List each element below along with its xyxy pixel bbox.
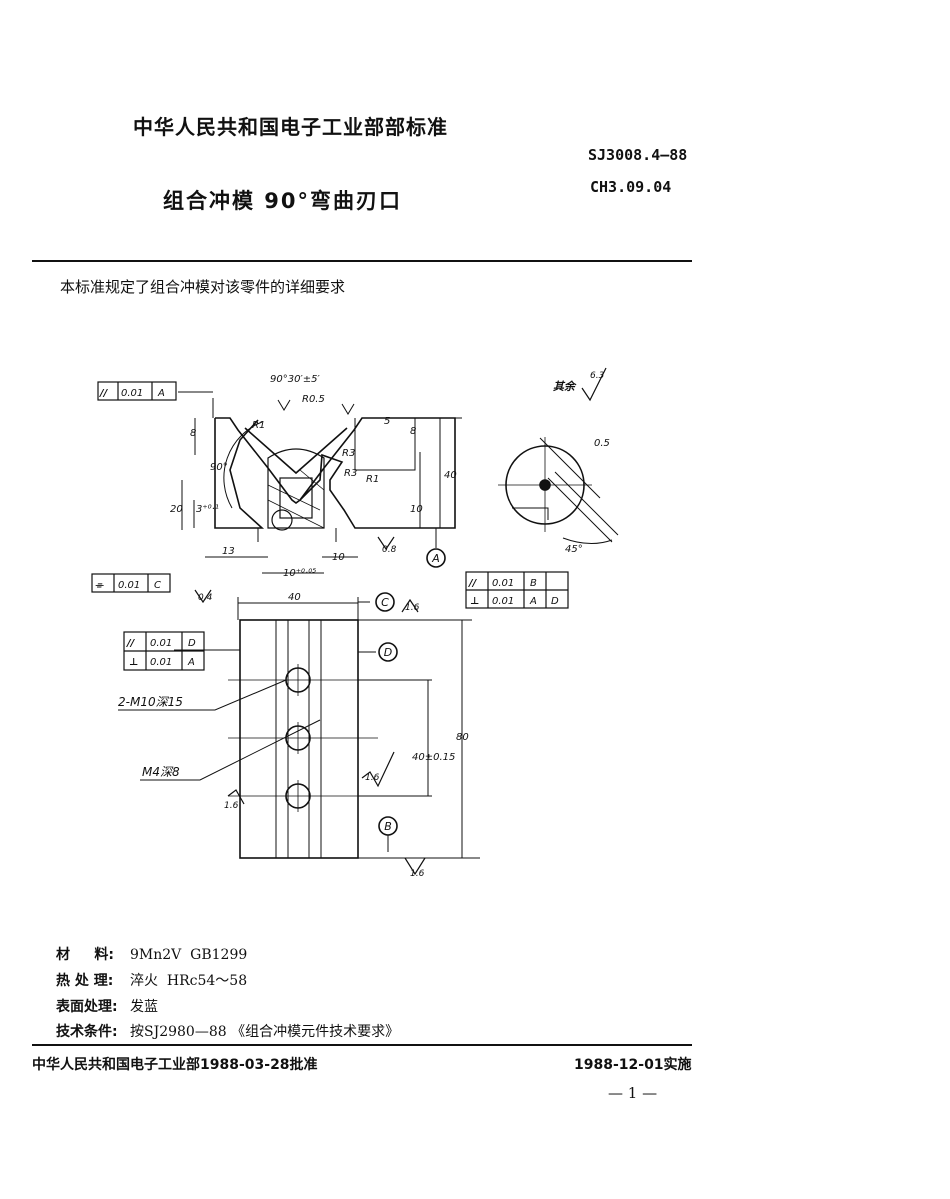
dim-r3-b: R3 [344,468,357,479]
ftol-symmetry-datum: C [154,580,161,591]
ra-value-1: 0.8 [382,545,397,555]
document-title: 组合冲模 90°弯曲刃口 [163,189,403,213]
v-die-outline [214,417,456,529]
dim-angle-top: 90°30′±5′ [270,374,320,385]
dim-r1: R1 [252,420,265,431]
ftol-left-1-datum: D [188,638,196,649]
dim-r05: R0.5 [302,394,325,405]
approval-date: 中华人民共和国电子工业部1988-03-28批准 [32,1057,318,1073]
spec-technical-conditions: 技术条件:按SJ2980—88 《组合冲模元件技术要求》 [56,1024,400,1040]
ftol-left-2-datum: A [187,657,195,668]
footer-divider [32,1044,692,1046]
dim-angle-45: 45° [565,544,583,555]
dim-40-pm: 40±0.15 [412,752,455,763]
ftol-right-2-datum: A [529,596,537,607]
issuing-organization: 中华人民共和国电子工业部部标准 [133,115,448,139]
datum-b-label: B [384,820,392,833]
ftol-left-1-value: 0.01 [150,638,172,649]
ra-value-3: 1.6 [405,603,420,613]
callout-m4: M4深8 [142,765,180,779]
callout-thread-holes: 2-M10深15 [118,695,183,709]
ra-value-2: 0.4 [198,593,213,603]
dim-chamfer-05: 0.5 [594,438,610,449]
datum-c-label: C [381,596,389,609]
spec-heat-treatment: 热 处 理:淬火 HRc54～58 [56,973,248,989]
dim-3: 3⁺⁰·¹ [196,504,219,515]
ra-value-6: 1.6 [410,869,425,879]
dim-13: 13 [222,546,235,557]
ftol-top-symbol: // [99,388,109,399]
dim-angle-90: 90° [210,462,228,473]
dim-10-width: 10 [332,552,345,563]
dim-40-height: 40 [444,470,457,481]
ftol-left-2-symbol: ⊥ [129,657,138,668]
ftol-right-1-value: 0.01 [492,578,514,589]
ftol-top-value: 0.01 [121,388,143,399]
datum-a-label: A [431,552,440,565]
spec-material: 材 料:9Mn2V GB1299 [56,947,248,963]
dim-8-left: 8 [190,428,196,439]
roughness-other-value: 6.3 [590,371,605,381]
dim-r1-b: R1 [366,474,379,485]
ftol-right-2-value: 0.01 [492,596,514,607]
dim-10-height: 10 [410,504,423,515]
dim-5: 5 [384,416,390,427]
top-view-body [239,619,359,859]
roughness-other-label: 其余 [553,380,577,393]
header-divider [32,260,692,262]
ftol-symmetry-symbol: ⌯ [95,580,104,591]
spec-surface-treatment: 表面处理:发蓝 [56,999,158,1015]
ftol-right-2-symbol: ⊥ [470,596,479,607]
ra-value-5: 1.6 [224,801,239,811]
dim-10-tolerance: 10⁺⁰·⁰⁵ [283,568,316,579]
effective-date: 1988-12-01实施 [574,1057,692,1073]
ra-value-4: 1.6 [365,773,380,783]
intro-text: 本标准规定了组合冲模对该零件的详细要求 [60,278,346,296]
ftol-left-1-symbol: // [126,638,136,649]
page-number: — 1 — [608,1084,658,1102]
category-code: CH3.09.04 [590,178,672,196]
dim-80: 80 [456,732,469,743]
datum-d-label: D [384,646,392,659]
ftol-symmetry-value: 0.01 [118,580,140,591]
dim-r3-a: R3 [342,448,355,459]
ftol-right-2-datum2: D [551,596,559,607]
dim-8-right: 8 [410,426,416,437]
ftol-right-1-datum: B [530,578,537,589]
ftol-right-1-symbol: // [468,578,478,589]
ftol-left-2-value: 0.01 [150,657,172,668]
dim-40-width: 40 [288,592,301,603]
ftol-top-datum: A [157,388,165,399]
dim-20: 20 [170,504,183,515]
standard-number: SJ3008.4—88 [588,146,688,164]
